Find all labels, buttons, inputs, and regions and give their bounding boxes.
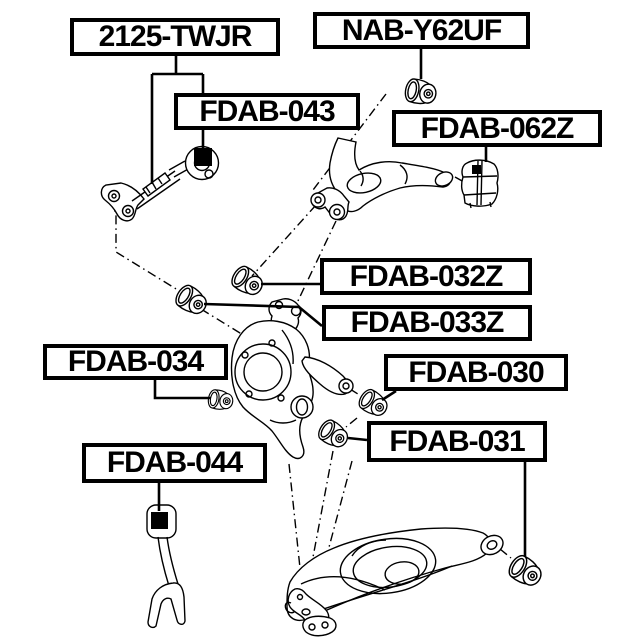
leader-lines — [150, 49, 527, 557]
label-2125-twjr-text: 2125-TWJR — [98, 20, 253, 53]
label-nab-y62uf: NAB-Y62UF — [313, 12, 530, 49]
bushing-nab-drawing — [402, 76, 439, 108]
bushing-034-drawing — [206, 388, 235, 413]
label-fdab-043-text: FDAB-043 — [199, 94, 335, 128]
label-fdab-044: FDAB-044 — [82, 443, 267, 483]
lateral-link-bushing-marker — [194, 148, 212, 166]
label-fdab-033z-text: FDAB-033Z — [350, 306, 505, 339]
label-fdab-030: FDAB-030 — [384, 354, 568, 391]
bushing-031-upper-drawing — [314, 416, 353, 453]
label-fdab-033z: FDAB-033Z — [322, 305, 532, 341]
label-fdab-032z: FDAB-032Z — [320, 258, 532, 295]
label-fdab-034: FDAB-034 — [43, 344, 228, 380]
label-fdab-031-text: FDAB-031 — [389, 424, 525, 458]
bushing-032z-drawing — [227, 262, 268, 301]
bushing-031-lower-drawing — [504, 551, 547, 592]
stabilizer-link-drawing — [146, 504, 186, 629]
stabilizer-bracket-drawing — [460, 159, 499, 209]
bushing-030-drawing — [355, 385, 392, 421]
label-fdab-062z: FDAB-062Z — [392, 110, 602, 147]
upper-arm-drawing — [310, 137, 454, 221]
label-fdab-044-text: FDAB-044 — [106, 446, 243, 479]
label-fdab-034-text: FDAB-034 — [67, 345, 204, 378]
label-nab-y62uf-text: NAB-Y62UF — [341, 13, 502, 47]
label-fdab-031: FDAB-031 — [367, 421, 547, 462]
label-fdab-032z-text: FDAB-032Z — [349, 259, 504, 293]
label-fdab-062z-text: FDAB-062Z — [420, 111, 575, 145]
label-fdab-030-text: FDAB-030 — [408, 355, 544, 389]
lower-arm-drawing — [284, 527, 504, 637]
stabilizer-link-bushing-marker — [151, 512, 168, 529]
label-2125-twjr: 2125-TWJR — [70, 18, 280, 56]
label-fdab-043: FDAB-043 — [174, 93, 360, 130]
bushing-033z-drawing — [171, 281, 212, 320]
